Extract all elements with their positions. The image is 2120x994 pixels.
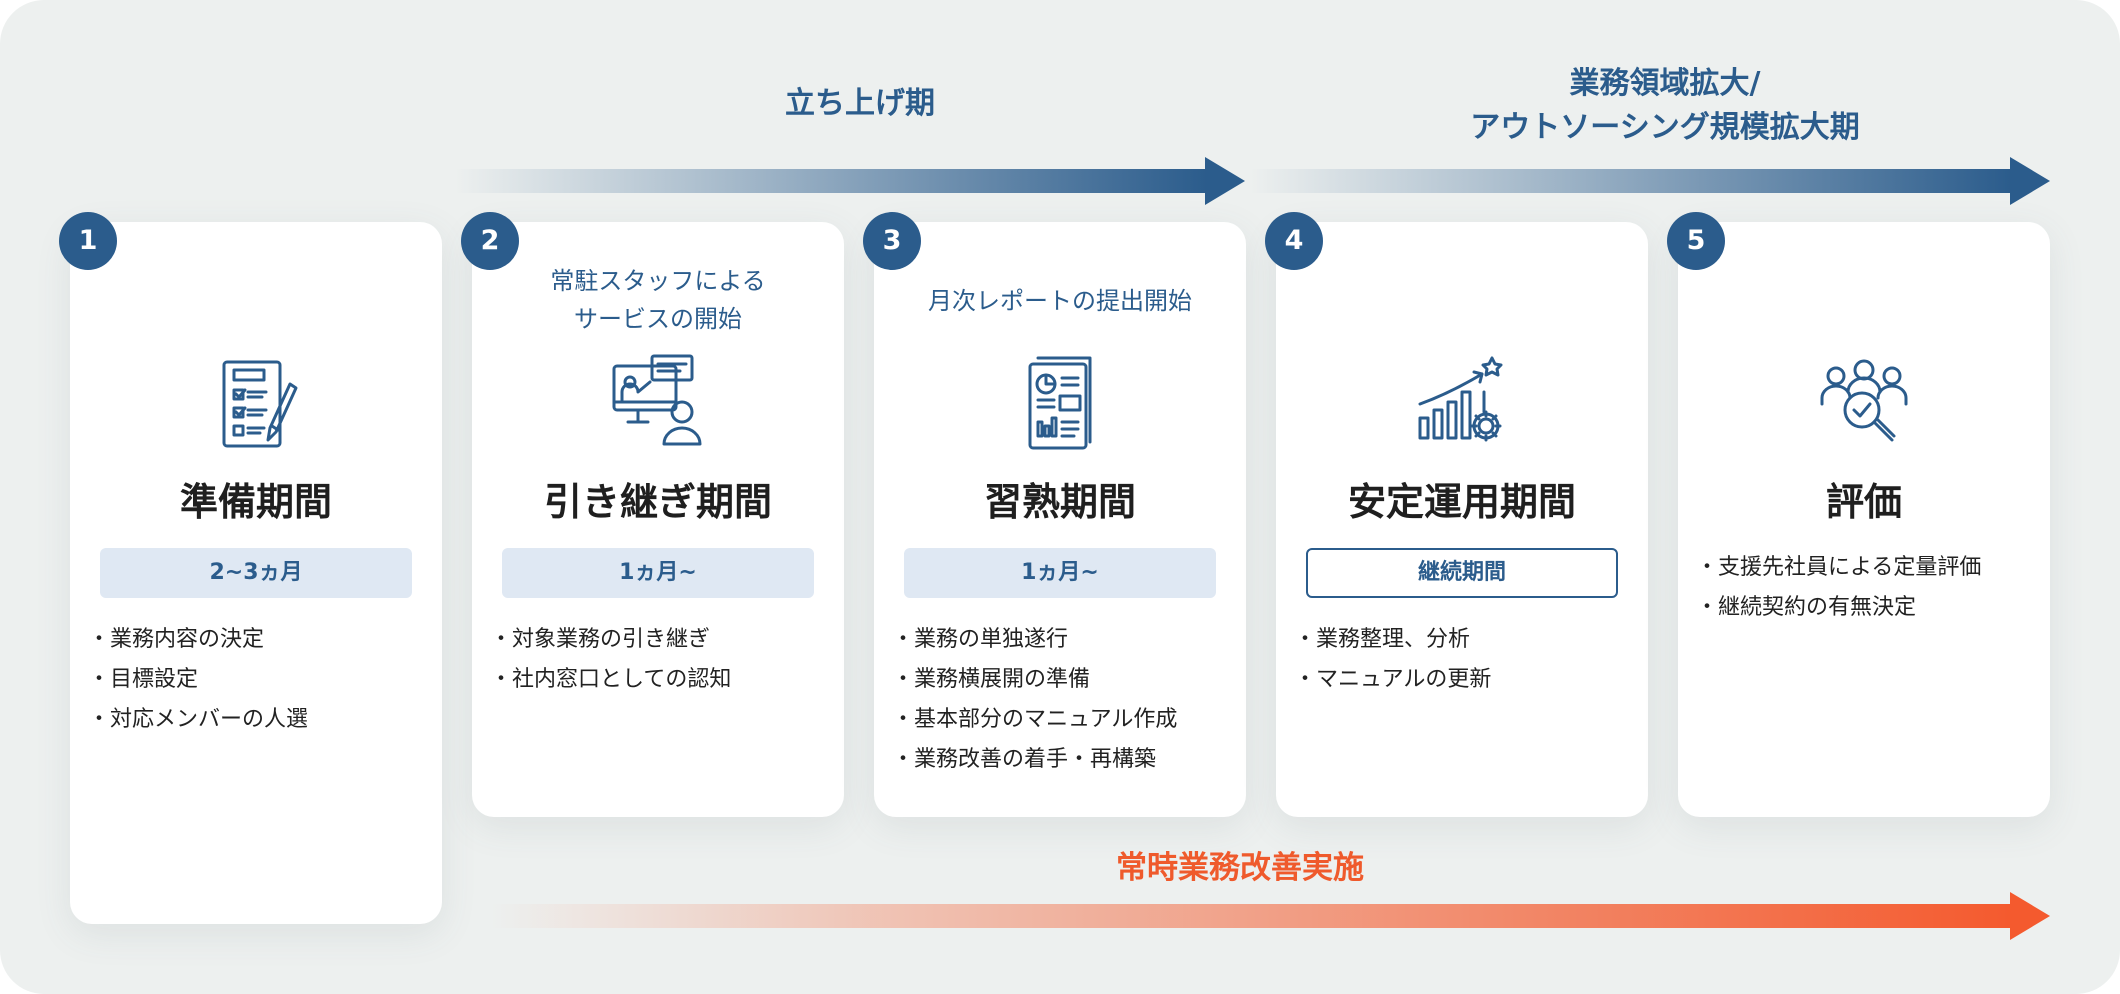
phase-label-expansion-line1: 業務領域拡大/ bbox=[1569, 66, 1761, 101]
milestone-note: 常駐スタッフによる サービスの開始 bbox=[472, 262, 844, 338]
list-item: 継続契約の有無決定 bbox=[1708, 588, 2038, 628]
arrow-shaft bbox=[490, 904, 2012, 928]
step-card-stable-operation: 安定運用期間 継続期間 業務整理、分析 マニュアルの更新 bbox=[1276, 222, 1648, 817]
step-bullet-list: 業務内容の決定 目標設定 対応メンバーの人選 bbox=[100, 620, 430, 740]
step-bullet-list: 支援先社員による定量評価 継続契約の有無決定 bbox=[1708, 548, 2038, 628]
list-item: 業務内容の決定 bbox=[100, 620, 430, 660]
list-item: 対応メンバーの人選 bbox=[100, 700, 430, 740]
milestone-note: 月次レポートの提出開始 bbox=[928, 287, 1192, 315]
growth-chart-gear-icon bbox=[1418, 356, 1503, 442]
team-evaluation-icon bbox=[1820, 359, 1908, 442]
continuous-improvement-label: 常時業務改善実施 bbox=[1116, 850, 1364, 886]
presentation-person-icon bbox=[612, 354, 702, 446]
phase-label-expansion-line2: アウトソーシング規模拡大期 bbox=[1470, 110, 1860, 145]
step-number-badge: 2 bbox=[461, 212, 519, 270]
milestone-note-line1: 常駐スタッフによる bbox=[550, 267, 766, 295]
phase-label-launch: 立ち上げ期 bbox=[785, 86, 935, 121]
milestone-note-line2: サービスの開始 bbox=[574, 305, 742, 333]
expansion-phase-arrow bbox=[1250, 157, 2050, 205]
list-item: 業務の単独遂行 bbox=[904, 620, 1234, 660]
step-card-handover: 常駐スタッフによる サービスの開始 引き継ぎ期間 1ヵ月~ 対象業務の引き継ぎ … bbox=[472, 222, 844, 817]
phase-label-expansion: 業務領域拡大/ アウトソーシング規模拡大期 bbox=[1400, 62, 1930, 150]
arrow-head-icon bbox=[2010, 157, 2050, 205]
step-number-badge: 4 bbox=[1265, 212, 1323, 270]
step-title: 習熟期間 bbox=[983, 480, 1136, 524]
step-number-badge: 3 bbox=[863, 212, 921, 270]
list-item: 目標設定 bbox=[100, 660, 430, 700]
arrow-shaft bbox=[455, 169, 1207, 193]
duration-badge: 2~3ヵ月 bbox=[100, 548, 412, 598]
report-document-icon bbox=[1028, 356, 1092, 450]
list-item: 業務整理、分析 bbox=[1306, 620, 1636, 660]
launch-phase-arrow bbox=[455, 157, 1245, 205]
step-card-evaluation: 評価 支援先社員による定量評価 継続契約の有無決定 bbox=[1678, 222, 2050, 817]
list-item: 業務横展開の準備 bbox=[904, 660, 1234, 700]
step-bullet-list: 業務整理、分析 マニュアルの更新 bbox=[1306, 620, 1636, 700]
step-number-badge: 1 bbox=[59, 212, 117, 270]
step-title: 準備期間 bbox=[179, 480, 332, 524]
step-title: 評価 bbox=[1825, 480, 1902, 524]
list-item: マニュアルの更新 bbox=[1306, 660, 1636, 700]
step-bullet-list: 業務の単独遂行 業務横展開の準備 基本部分のマニュアル作成 業務改善の着手・再構… bbox=[904, 620, 1234, 780]
list-item: 支援先社員による定量評価 bbox=[1708, 548, 2038, 588]
duration-badge: 1ヵ月~ bbox=[502, 548, 814, 598]
duration-badge: 1ヵ月~ bbox=[904, 548, 1216, 598]
step-title: 引き継ぎ期間 bbox=[543, 480, 772, 524]
checklist-pencil-icon bbox=[222, 360, 298, 448]
arrow-head-icon bbox=[1205, 157, 1245, 205]
arrow-head-icon bbox=[2010, 892, 2050, 940]
arrow-shaft bbox=[1250, 169, 2012, 193]
continuous-improvement-arrow bbox=[490, 892, 2050, 940]
step-card-preparation: 準備期間 2~3ヵ月 業務内容の決定 目標設定 対応メンバーの人選 bbox=[70, 222, 442, 924]
list-item: 対象業務の引き継ぎ bbox=[502, 620, 832, 660]
step-card-proficiency: 月次レポートの提出開始 習熟期間 1ヵ月~ 業務の単独遂行 業務横展開の準備 基… bbox=[874, 222, 1246, 817]
step-number-badge: 5 bbox=[1667, 212, 1725, 270]
list-item: 業務改善の着手・再構築 bbox=[904, 740, 1234, 780]
step-title: 安定運用期間 bbox=[1347, 480, 1576, 524]
list-item: 基本部分のマニュアル作成 bbox=[904, 700, 1234, 740]
list-item: 社内窓口としての認知 bbox=[502, 660, 832, 700]
duration-badge: 継続期間 bbox=[1306, 548, 1618, 598]
step-bullet-list: 対象業務の引き継ぎ 社内窓口としての認知 bbox=[502, 620, 832, 700]
